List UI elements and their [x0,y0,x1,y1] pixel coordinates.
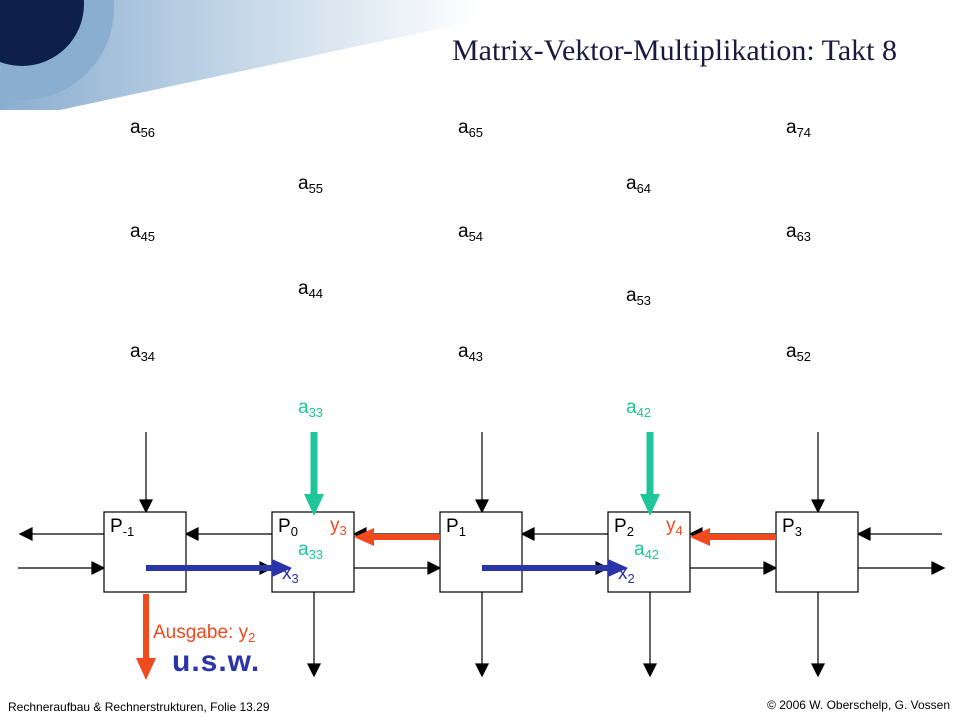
blue-arrowhead [272,559,292,577]
output-label: Ausgabe: y2 [153,622,256,645]
processor-box [775,511,859,593]
active-input-label: a33 [298,397,324,420]
usw-label: u.s.w. [172,645,261,678]
teal-arrowhead [304,494,324,516]
footer-left: Rechneraufbau & Rechnerstrukturen, Folie… [8,700,270,714]
slide-title: Matrix-Vektor-Multiplikation: Takt 8 [452,34,898,67]
processor-label: P-1 [110,516,135,539]
matrix-label: a52 [786,341,812,364]
processor-box [607,511,691,593]
x-value-label: x3 [282,563,299,586]
matrix-label: a65 [458,117,484,140]
processor-label: P1 [446,516,466,539]
output-arrowhead [136,658,156,680]
processor-label: P0 [278,516,298,539]
matrix-label: a56 [130,117,156,140]
corner-circle [0,0,84,66]
matrix-label: a63 [786,221,812,244]
x-value-label: x2 [618,563,635,586]
matrix-label: a74 [786,117,812,140]
matrix-label: a64 [626,173,652,196]
matrix-label: a54 [458,221,484,244]
processor-label: P3 [782,516,802,539]
matrix-label: a43 [458,341,484,364]
teal-arrowhead [640,494,660,516]
matrix-label: a45 [130,221,156,244]
y-value-label: y3 [330,515,347,538]
matrix-label: a55 [298,173,324,196]
blue-arrowhead [608,559,628,577]
a-value-label: a33 [298,539,324,562]
a-value-label: a42 [634,539,660,562]
processor-label: P2 [614,516,634,539]
processor-box [271,511,355,593]
footer-right: © 2006 W. Oberschelp, G. Vossen [767,698,950,712]
matrix-label: a44 [298,278,324,301]
processor-box [439,511,523,593]
matrix-label: a53 [626,285,652,308]
processor-box [103,511,187,593]
active-input-label: a42 [626,397,652,420]
red-arrowhead [690,528,710,546]
red-arrowhead [354,528,374,546]
matrix-label: a34 [130,341,156,364]
y-value-label: y4 [666,515,683,538]
corner-band [0,0,480,110]
